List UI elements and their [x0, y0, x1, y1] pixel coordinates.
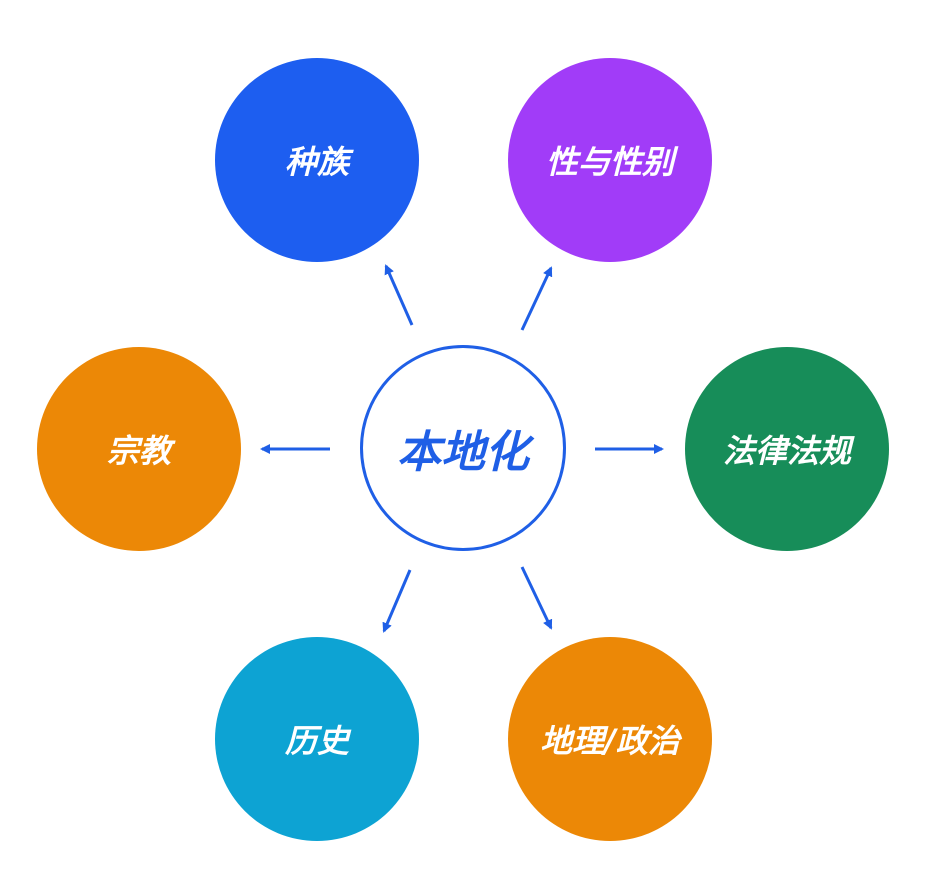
arrow-to-geopolitics	[520, 566, 553, 630]
arrow-to-race	[384, 264, 414, 326]
node-geopolitics: 地理/政治	[508, 637, 712, 841]
arrow-to-gender	[520, 266, 553, 331]
node-race: 种族	[215, 58, 419, 262]
node-religion-label: 宗教	[106, 432, 171, 470]
center-node-label: 本地化	[397, 427, 529, 478]
node-history: 历史	[215, 637, 419, 841]
node-law: 法律法规	[685, 347, 889, 551]
node-race-label: 种族	[284, 143, 349, 181]
node-religion: 宗教	[37, 347, 241, 551]
node-gender-label: 性与性别	[545, 143, 674, 181]
node-history-label: 历史	[284, 722, 349, 760]
node-gender: 性与性别	[508, 58, 712, 262]
center-node-localization: 本地化	[360, 345, 566, 551]
arrow-to-history	[382, 569, 412, 633]
node-law-label: 法律法规	[722, 432, 851, 470]
node-geopolitics-label: 地理/政治	[540, 722, 680, 760]
